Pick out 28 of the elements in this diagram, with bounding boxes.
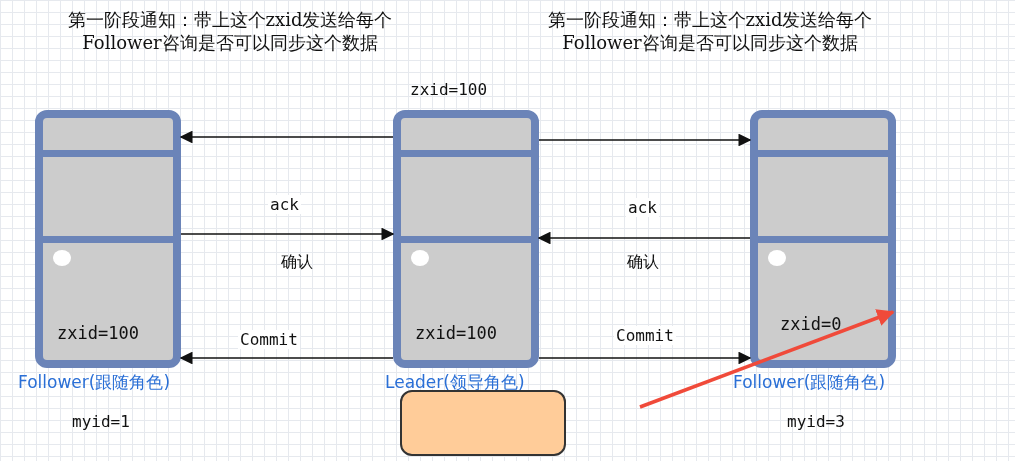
arrow-caption: 确认	[626, 252, 660, 273]
edge-label: ack	[268, 195, 301, 214]
arrow	[180, 227, 395, 241]
arrow-caption: 确认	[280, 252, 314, 273]
arrow	[179, 130, 394, 144]
id-label: myid=3	[787, 412, 845, 431]
arrow	[537, 231, 751, 245]
zxid-text: zxid=100	[415, 323, 497, 343]
arrow	[639, 309, 895, 409]
edge-label: Commit	[238, 330, 300, 349]
service-box	[400, 390, 566, 456]
zxid-text: zxid=100	[57, 323, 139, 343]
edge-label: ack	[626, 198, 659, 217]
arrow	[538, 133, 752, 147]
role-label: Follower(跟随角色)	[18, 371, 171, 394]
id-label: myid=1	[72, 412, 130, 431]
arrow	[538, 351, 752, 365]
role-label: Follower(跟随角色)	[733, 371, 886, 394]
server-box	[393, 110, 539, 368]
id-label: zxid=100	[410, 80, 488, 99]
arrow	[179, 351, 394, 365]
server-box	[750, 110, 896, 368]
server-box	[35, 110, 181, 368]
note-text: 第一阶段通知：带上这个zxid发送给每个Follower咨询是否可以同步这个数据	[66, 8, 394, 55]
zxid-text: zxid=0	[780, 314, 842, 334]
note-text: 第一阶段通知：带上这个zxid发送给每个Follower咨询是否可以同步这个数据	[546, 8, 874, 55]
edge-label: Commit	[614, 326, 676, 345]
role-label: Leader(领导角色)	[385, 371, 525, 394]
